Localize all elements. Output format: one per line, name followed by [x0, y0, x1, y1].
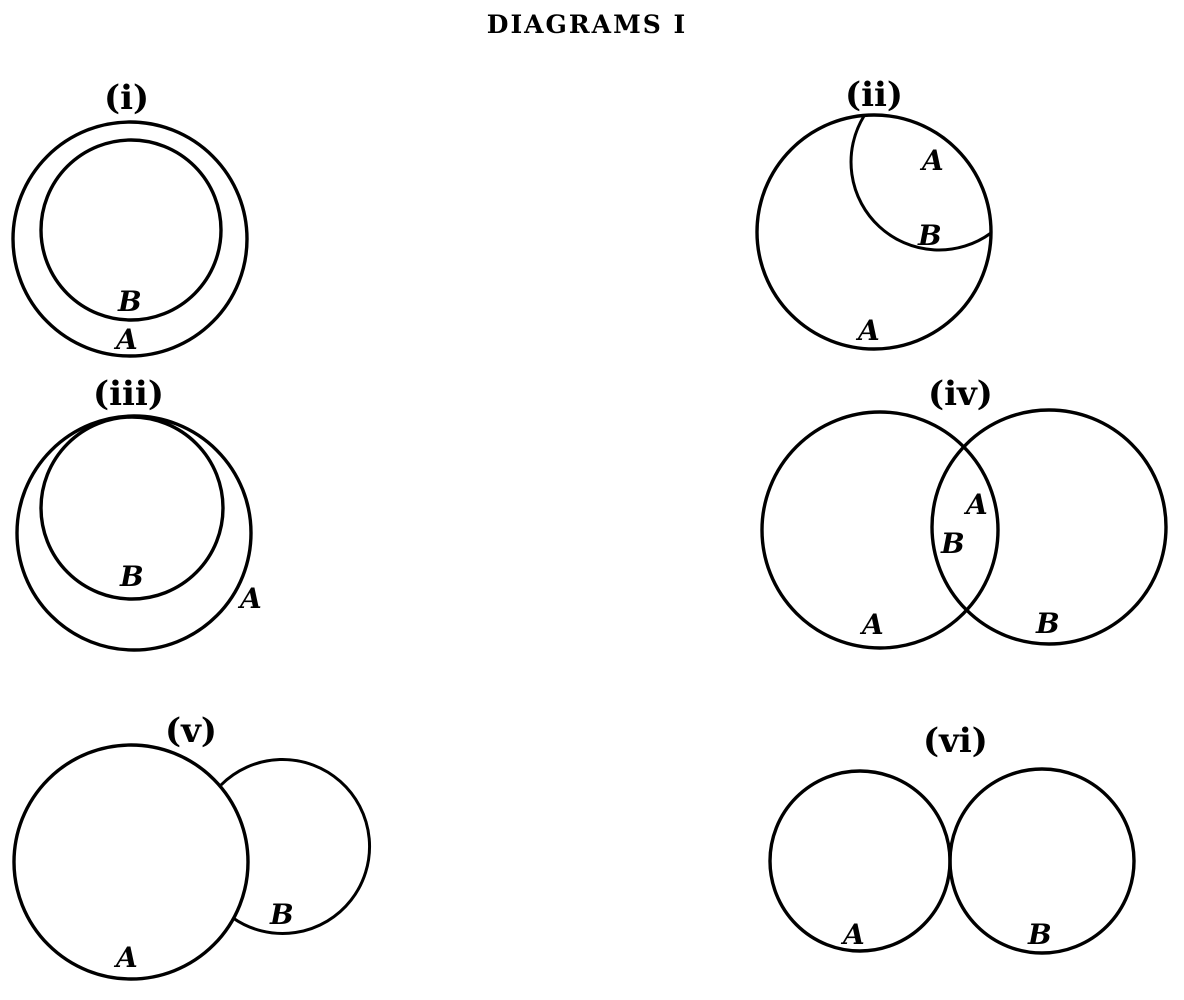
diagram-v-set-b-arc [219, 757, 371, 935]
diagram-ii-label: (ii) [845, 75, 903, 115]
diagram-i-set-a-circle [11, 120, 249, 358]
diagram-i-label: (i) [104, 78, 149, 118]
diagram-iv: (iv) A B A B [760, 374, 1168, 650]
diagram-iii: (iii) B A [15, 374, 262, 652]
diagram-iii-set-b-circle [39, 415, 225, 601]
diagram-vi-label: (vi) [923, 721, 988, 761]
diagram-iv-label: (iv) [928, 374, 993, 414]
diagram-iii-set-a-circle [15, 414, 253, 652]
diagram-iv-set-a-label: A [859, 608, 884, 641]
diagram-ii-set-b-label: B [917, 219, 942, 252]
diagram-iv-overlap-b-label: B [940, 527, 965, 560]
diagram-vi: (vi) A B [768, 721, 1136, 955]
diagram-vi-set-b-circle [948, 767, 1136, 955]
diagram-v: (v) B A [12, 711, 371, 981]
diagram-iv-overlap-a-label: A [963, 488, 988, 521]
diagram-i-set-b-label: B [117, 285, 142, 318]
diagram-iii-set-a-label: A [237, 582, 262, 615]
diagram-ii-set-b-arc [849, 115, 992, 252]
diagram-iv-set-b-circle [930, 408, 1168, 646]
diagram-v-set-a-circle [12, 743, 250, 981]
diagram-i-set-b-circle [39, 138, 223, 322]
diagram-iii-label: (iii) [93, 374, 164, 414]
diagram-v-set-b-label: B [269, 898, 294, 931]
diagram-ii-set-a-circle [755, 113, 993, 351]
diagram-iv-set-b-label: B [1035, 607, 1060, 640]
diagram-iv-set-a-circle [760, 410, 1000, 650]
diagram-ii: (ii) A B A [755, 75, 993, 351]
diagram-ii-set-a-label: A [855, 314, 880, 347]
diagram-i: (i) B A [11, 78, 249, 358]
page-title: DIAGRAMS I [486, 10, 688, 39]
diagram-v-set-a-label: A [113, 941, 138, 974]
diagram-vi-set-b-label: B [1027, 918, 1052, 951]
diagram-vi-set-a-label: A [840, 918, 865, 951]
diagram-ii-set-a-inner-label: A [919, 144, 944, 177]
diagram-iii-set-b-label: B [119, 560, 144, 593]
diagram-v-label: (v) [165, 711, 217, 751]
diagram-i-set-a-label: A [113, 323, 138, 356]
